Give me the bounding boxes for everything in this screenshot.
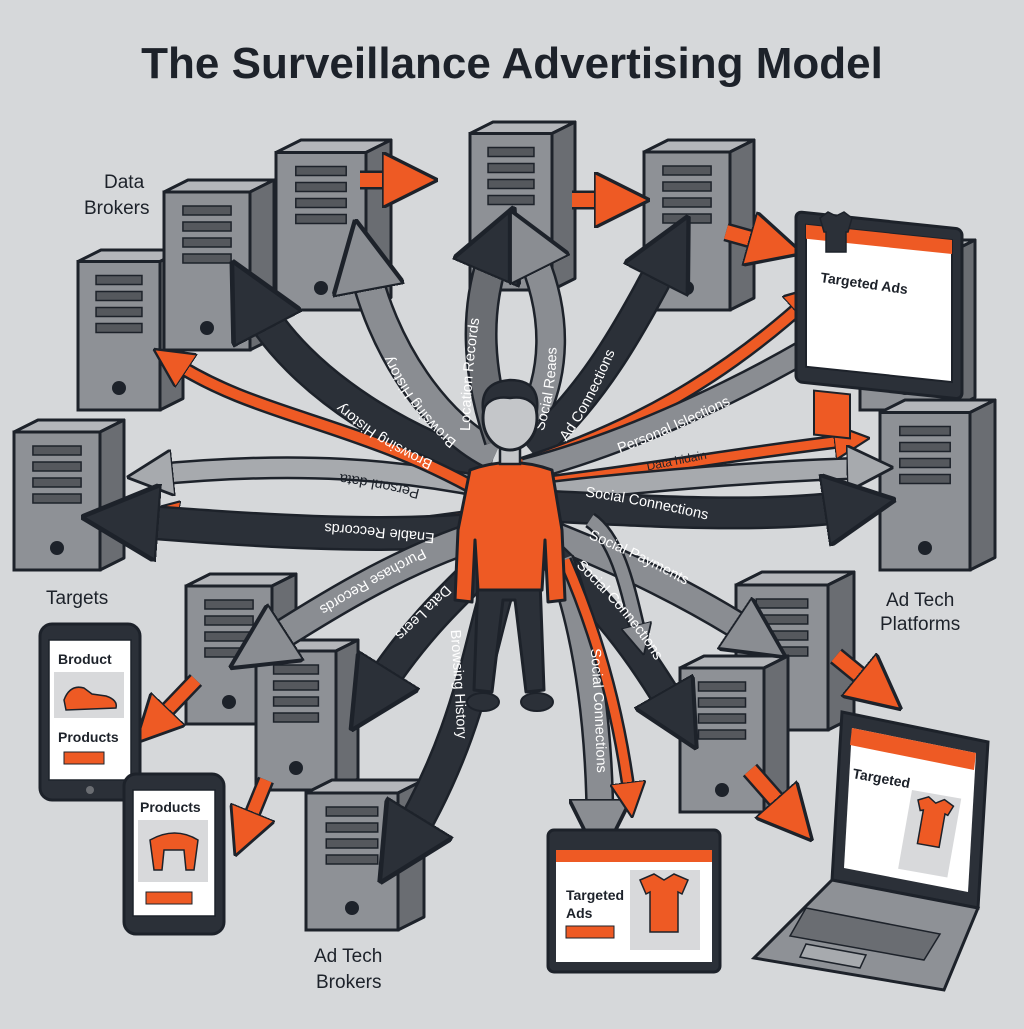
flow-2 <box>362 255 503 471</box>
region-label-ad-tech-platforms-2: Platforms <box>880 614 960 635</box>
flow-21 <box>558 557 630 800</box>
tshirt-icon <box>639 873 689 933</box>
shoe-icon <box>63 686 118 711</box>
region-label-ad-tech-brokers-1: Ad Tech <box>314 946 382 967</box>
phone1-bottom-label: Products <box>58 729 119 745</box>
chair-icon <box>149 832 199 871</box>
server-7 <box>12 418 126 572</box>
browser-ad-label-1: Targeted <box>566 887 624 903</box>
browser-targeted-ads: Targeted Ads <box>546 828 722 974</box>
jacket-icon <box>819 211 853 253</box>
server-13 <box>304 778 426 932</box>
diagram-title: The Surveillance Advertising Model <box>141 39 883 88</box>
monitor-targeted-ads: Targeted Ads <box>794 210 964 440</box>
flow-10 <box>519 505 860 513</box>
flow-label-purchase-records: Purchase Records <box>317 545 429 617</box>
flow-29 <box>584 512 640 640</box>
phone-1: Broduct Products <box>38 622 142 802</box>
phone2-top-label: Products <box>140 799 201 815</box>
server-10 <box>254 638 360 792</box>
flow-24 <box>723 232 776 246</box>
region-label-ad-tech-platforms-1: Ad Tech <box>886 590 954 611</box>
laptop-targeted: Targeted <box>750 710 990 992</box>
region-label-data-brokers-2: Brokers <box>84 198 149 219</box>
flow-label-social-connections-c: Social Connections <box>587 648 609 773</box>
flow-25 <box>829 648 880 692</box>
server-8 <box>878 398 997 572</box>
flow-label-browsing-history-c: Browsing History <box>447 629 470 740</box>
laptop-keyboard <box>788 907 942 961</box>
browser-ad-label-2: Ads <box>566 905 593 921</box>
flow-27 <box>152 674 203 726</box>
phone1-top-label: Broduct <box>58 651 112 667</box>
person-figure <box>453 378 567 712</box>
flow-20 <box>546 554 600 830</box>
region-label-targets: Targets <box>46 588 108 609</box>
flow-15 <box>258 520 485 650</box>
flow-14 <box>120 520 497 533</box>
flow-5 <box>519 248 672 463</box>
region-label-data-brokers-1: Data <box>104 172 145 193</box>
laptop-trackpad <box>798 943 868 969</box>
flow-12 <box>170 360 499 507</box>
region-label-ad-tech-brokers-2: Brokers <box>316 972 381 993</box>
flow-18 <box>534 516 760 640</box>
shirt-icon <box>916 795 955 849</box>
flow-26 <box>742 763 794 820</box>
flow-28 <box>244 776 266 834</box>
flow-1 <box>250 295 495 487</box>
phone-2: Products <box>122 772 226 936</box>
flow-9 <box>523 468 870 507</box>
